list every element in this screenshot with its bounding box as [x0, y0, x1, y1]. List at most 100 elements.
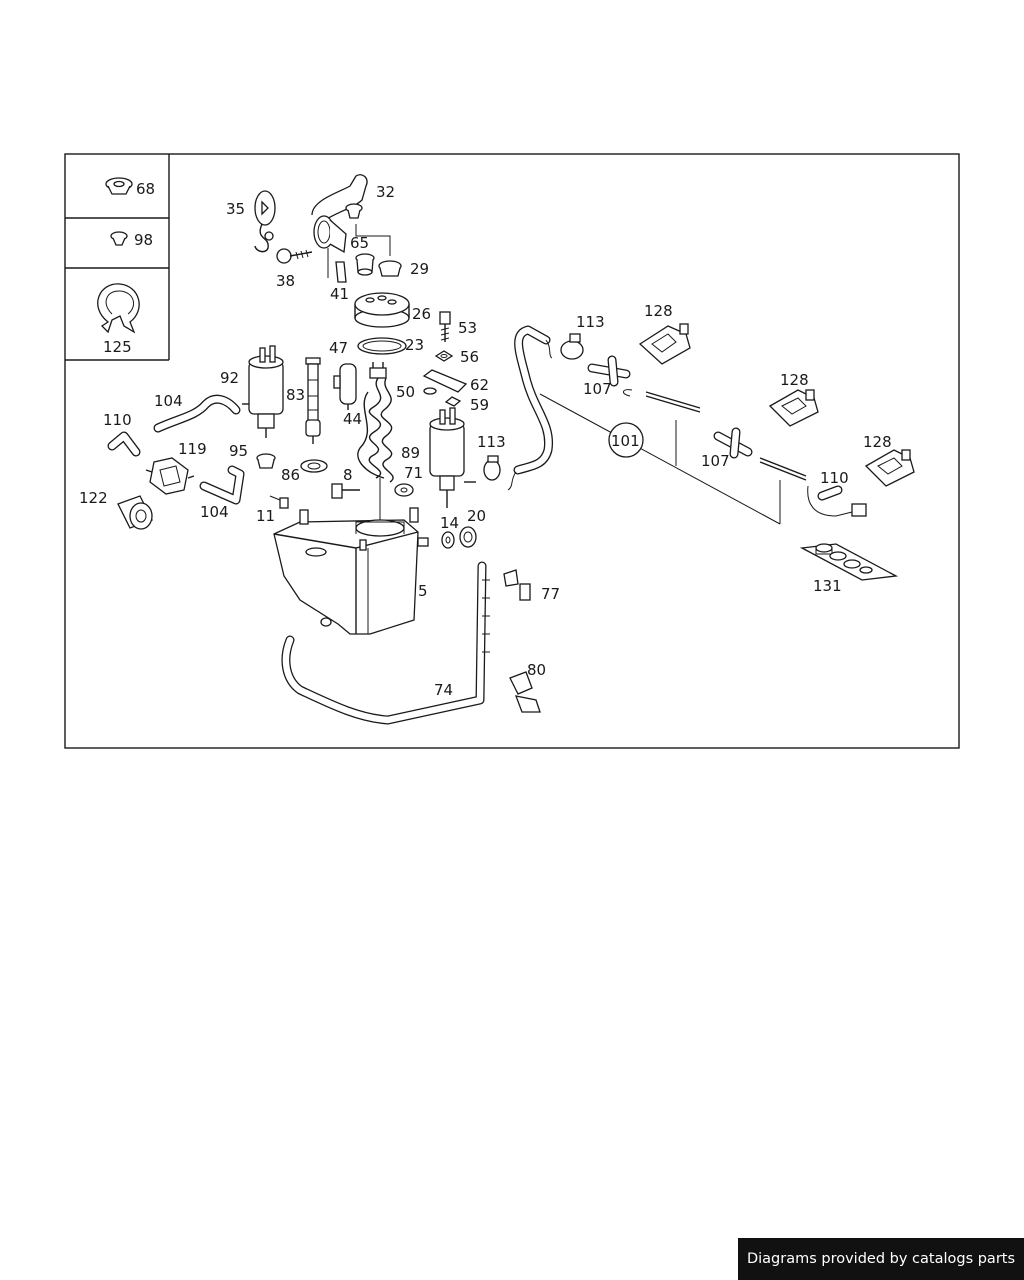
- part-32-filler-neck: [311, 174, 368, 254]
- part-104-hose-lower: [199, 465, 245, 505]
- part-107-connector-b: [713, 427, 753, 459]
- callout-101: 101: [611, 432, 640, 450]
- callout-53: 53: [458, 319, 477, 337]
- callout-32: 32: [376, 183, 395, 201]
- callout-35: 35: [226, 200, 245, 218]
- callout-47: 47: [329, 339, 348, 357]
- callout-92: 92: [220, 369, 239, 387]
- part-113-clamp-top: [560, 333, 584, 360]
- callout-44: 44: [343, 410, 362, 428]
- callout-23: 23: [405, 336, 424, 354]
- callout-65: 65: [350, 234, 369, 252]
- part-59-nut: [423, 387, 462, 407]
- callout-119: 119: [178, 440, 207, 458]
- part-128-nozzle-a: [638, 323, 691, 365]
- callout-20: 20: [467, 507, 486, 525]
- callout-14: 14: [440, 514, 459, 532]
- callout-89: 89: [401, 444, 420, 462]
- part-92-pump: [242, 345, 284, 438]
- callout-59: 59: [470, 396, 489, 414]
- part-110-elbow-right: [807, 485, 867, 517]
- part-14-washer: [441, 531, 455, 549]
- callout-71: 71: [404, 464, 423, 482]
- part-56-washer: [434, 350, 454, 362]
- part-62-plate: [422, 369, 468, 393]
- part-29-grommet: [378, 260, 402, 277]
- callout-5: 5: [418, 582, 428, 600]
- callout-128-c: 128: [863, 433, 892, 451]
- callout-26: 26: [412, 305, 431, 323]
- part-128-nozzle-c: [864, 449, 915, 487]
- callout-74: 74: [434, 681, 453, 699]
- part-89-pump: [429, 407, 476, 508]
- callout-62: 62: [470, 376, 489, 394]
- part-35-cap: [254, 190, 276, 253]
- part-83-sensor: [305, 357, 321, 444]
- part-110-elbow-left: [107, 431, 141, 457]
- part-68-grommet: [105, 177, 133, 195]
- callout-38: 38: [276, 272, 295, 290]
- part-74-hose: [281, 561, 490, 725]
- part-8-bolt: [331, 483, 360, 499]
- part-122-filter: [117, 495, 153, 530]
- part-77-clip: [503, 569, 531, 601]
- part-26-cover: [354, 292, 410, 328]
- part-104-hose-upper: [153, 394, 241, 433]
- callout-110-left: 110: [103, 411, 132, 429]
- part-53-bolt: [439, 311, 451, 342]
- callout-104-upper: 104: [154, 392, 183, 410]
- part-86-grommet: [300, 459, 328, 473]
- callout-86: 86: [281, 466, 300, 484]
- callout-98: 98: [134, 231, 153, 249]
- callout-113-mid: 113: [477, 433, 506, 451]
- callout-128-b: 128: [780, 371, 809, 389]
- callout-41: 41: [330, 285, 349, 303]
- part-71-clip: [394, 483, 414, 497]
- callout-50: 50: [396, 383, 415, 401]
- part-5-reservoir: [273, 507, 429, 635]
- callout-113-top: 113: [576, 313, 605, 331]
- callout-125: 125: [103, 338, 132, 356]
- part-80-clip: [509, 671, 541, 713]
- callout-68: 68: [136, 180, 155, 198]
- credit-banner: Diagrams provided by catalogs parts: [738, 1238, 1024, 1280]
- part-23-seal: [357, 337, 407, 355]
- part-131-heater-element: [799, 543, 899, 581]
- nozzle-line-upper: [623, 389, 701, 413]
- callout-131: 131: [813, 577, 842, 595]
- callout-104-lower: 104: [200, 503, 229, 521]
- callout-107-b: 107: [701, 452, 730, 470]
- part-47-sensor: [333, 363, 357, 410]
- callout-11: 11: [256, 507, 275, 525]
- part-50-connector: [369, 362, 387, 379]
- callout-107-a: 107: [583, 380, 612, 398]
- callout-101-circle: [608, 422, 644, 458]
- nozzle-line-lower: [759, 457, 807, 481]
- callout-95: 95: [229, 442, 248, 460]
- part-101-leader-lines: [539, 393, 781, 525]
- callout-56: 56: [460, 348, 479, 366]
- callout-83: 83: [286, 386, 305, 404]
- part-11-screw: [269, 495, 289, 509]
- part-44-wiring: [357, 377, 394, 483]
- part-119-valve: [145, 457, 195, 495]
- callout-77: 77: [541, 585, 560, 603]
- part-38-screw: [276, 248, 313, 264]
- callout-80: 80: [527, 661, 546, 679]
- part-95-grommet: [256, 453, 276, 469]
- part-41-bracket: [327, 248, 347, 283]
- diagram-frame: [64, 153, 960, 749]
- callout-8: 8: [343, 466, 353, 484]
- callout-110-right: 110: [820, 469, 849, 487]
- callout-122: 122: [79, 489, 108, 507]
- part-20-nut: [459, 526, 477, 548]
- part-125-clamp: [97, 283, 140, 334]
- part-101-hose: [507, 325, 554, 491]
- inset-legend: [65, 154, 170, 361]
- part-98-plug: [110, 231, 128, 246]
- part-128-nozzle-b: [768, 389, 819, 427]
- callout-29: 29: [410, 260, 429, 278]
- part-107-connector-a: [587, 355, 631, 387]
- part-65-grommet: [355, 253, 375, 276]
